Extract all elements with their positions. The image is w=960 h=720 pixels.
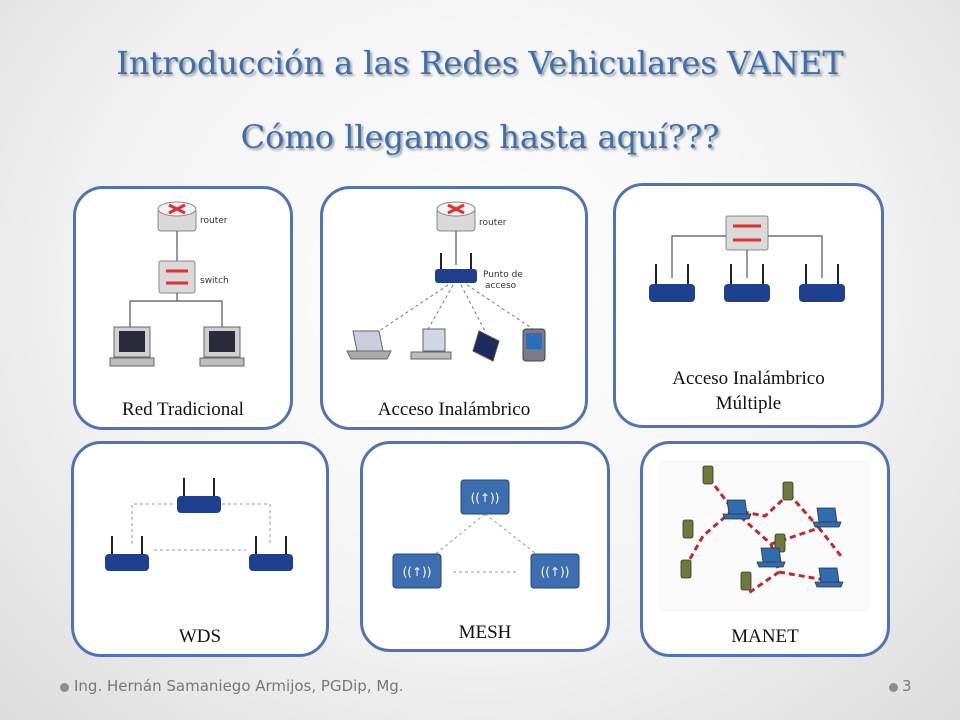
mesh-node-icon: ((↑)) — [460, 479, 510, 515]
page-number: 3 — [902, 677, 912, 695]
switch-icon — [725, 215, 769, 251]
phone-icon — [774, 533, 786, 553]
panel-multiple-wireless-access: Acceso Inalámbrico Múltiple — [613, 183, 884, 428]
slide-title: Introducción a las Redes Vehiculares VAN… — [116, 44, 844, 82]
laptop-icon — [812, 507, 842, 528]
panel-manet: MANET — [640, 441, 890, 657]
phone-icon — [782, 481, 794, 501]
laptop-icon — [756, 547, 786, 568]
panel-caption: MESH — [458, 622, 512, 643]
panel-caption: Acceso Inalámbrico — [377, 399, 531, 420]
switch-label: switch — [200, 276, 229, 286]
router-icon — [157, 201, 197, 232]
router-label: router — [479, 218, 507, 228]
wireless-router-icon — [799, 264, 845, 302]
phone-icon — [680, 559, 692, 579]
laptop-icon — [814, 567, 844, 588]
laptop-icon — [722, 499, 752, 520]
wds-diagram — [105, 478, 293, 571]
mesh-node-icon: ((↑)) — [392, 553, 442, 589]
panel-mesh: ((↑)) ((↑)) ((↑)) MESH — [360, 441, 610, 652]
panel-caption: WDS — [178, 626, 222, 647]
panel-caption: MANET — [731, 626, 799, 647]
mesh-node-icon: ((↑)) — [530, 553, 580, 589]
svg-text:((↑)): ((↑)) — [541, 565, 570, 579]
switch-icon — [158, 260, 196, 294]
footer: Ing. Hernán Samaniego Armijos, PGDip, Mg… — [0, 677, 960, 699]
wireless-router-icon — [724, 264, 770, 302]
desktop-icon — [410, 328, 452, 360]
panel-wds: WDS — [71, 441, 329, 657]
wireless-access-diagram: router Punto de acceso — [346, 201, 546, 362]
pda-icon — [522, 328, 546, 362]
computer-icon — [199, 326, 245, 367]
footer-bullet-icon — [889, 683, 898, 692]
panel-caption: Red Tradicional — [122, 399, 244, 420]
svg-text:((↑)): ((↑)) — [403, 565, 432, 579]
router-label: router — [200, 216, 228, 226]
access-point-icon — [435, 253, 477, 283]
multiple-access-diagram — [649, 215, 845, 302]
mesh-diagram: ((↑)) ((↑)) ((↑)) — [392, 479, 580, 589]
manet-diagram — [659, 460, 871, 612]
router-icon — [436, 201, 476, 232]
wireless-router-icon — [249, 536, 293, 571]
traditional-network-diagram: router switch — [109, 201, 245, 367]
footer-bullet-icon — [60, 683, 69, 692]
laptop-icon — [346, 330, 392, 360]
access-point-label-2: acceso — [485, 281, 517, 291]
tablet-icon — [472, 330, 500, 362]
phone-icon — [682, 519, 694, 539]
svg-text:((↑)): ((↑)) — [471, 491, 500, 505]
access-point-label-1: Punto de — [483, 270, 523, 280]
panel-wireless-access: router Punto de acceso Acceso Inalámbric… — [320, 186, 588, 430]
panel-caption-line-2: Múltiple — [715, 393, 782, 414]
wireless-router-icon — [105, 536, 149, 571]
wireless-router-icon — [177, 478, 221, 513]
slide-subtitle: Cómo llegamos hasta aquí??? — [240, 118, 720, 156]
panel-caption-line-1: Acceso Inalámbrico — [672, 368, 825, 389]
footer-author: Ing. Hernán Samaniego Armijos, PGDip, Mg… — [74, 677, 404, 695]
computer-icon — [109, 326, 155, 367]
phone-icon — [740, 571, 752, 591]
panel-traditional-network: router switch Red Tradicional — [73, 186, 293, 430]
phone-icon — [702, 465, 714, 485]
wireless-router-icon — [649, 264, 695, 302]
